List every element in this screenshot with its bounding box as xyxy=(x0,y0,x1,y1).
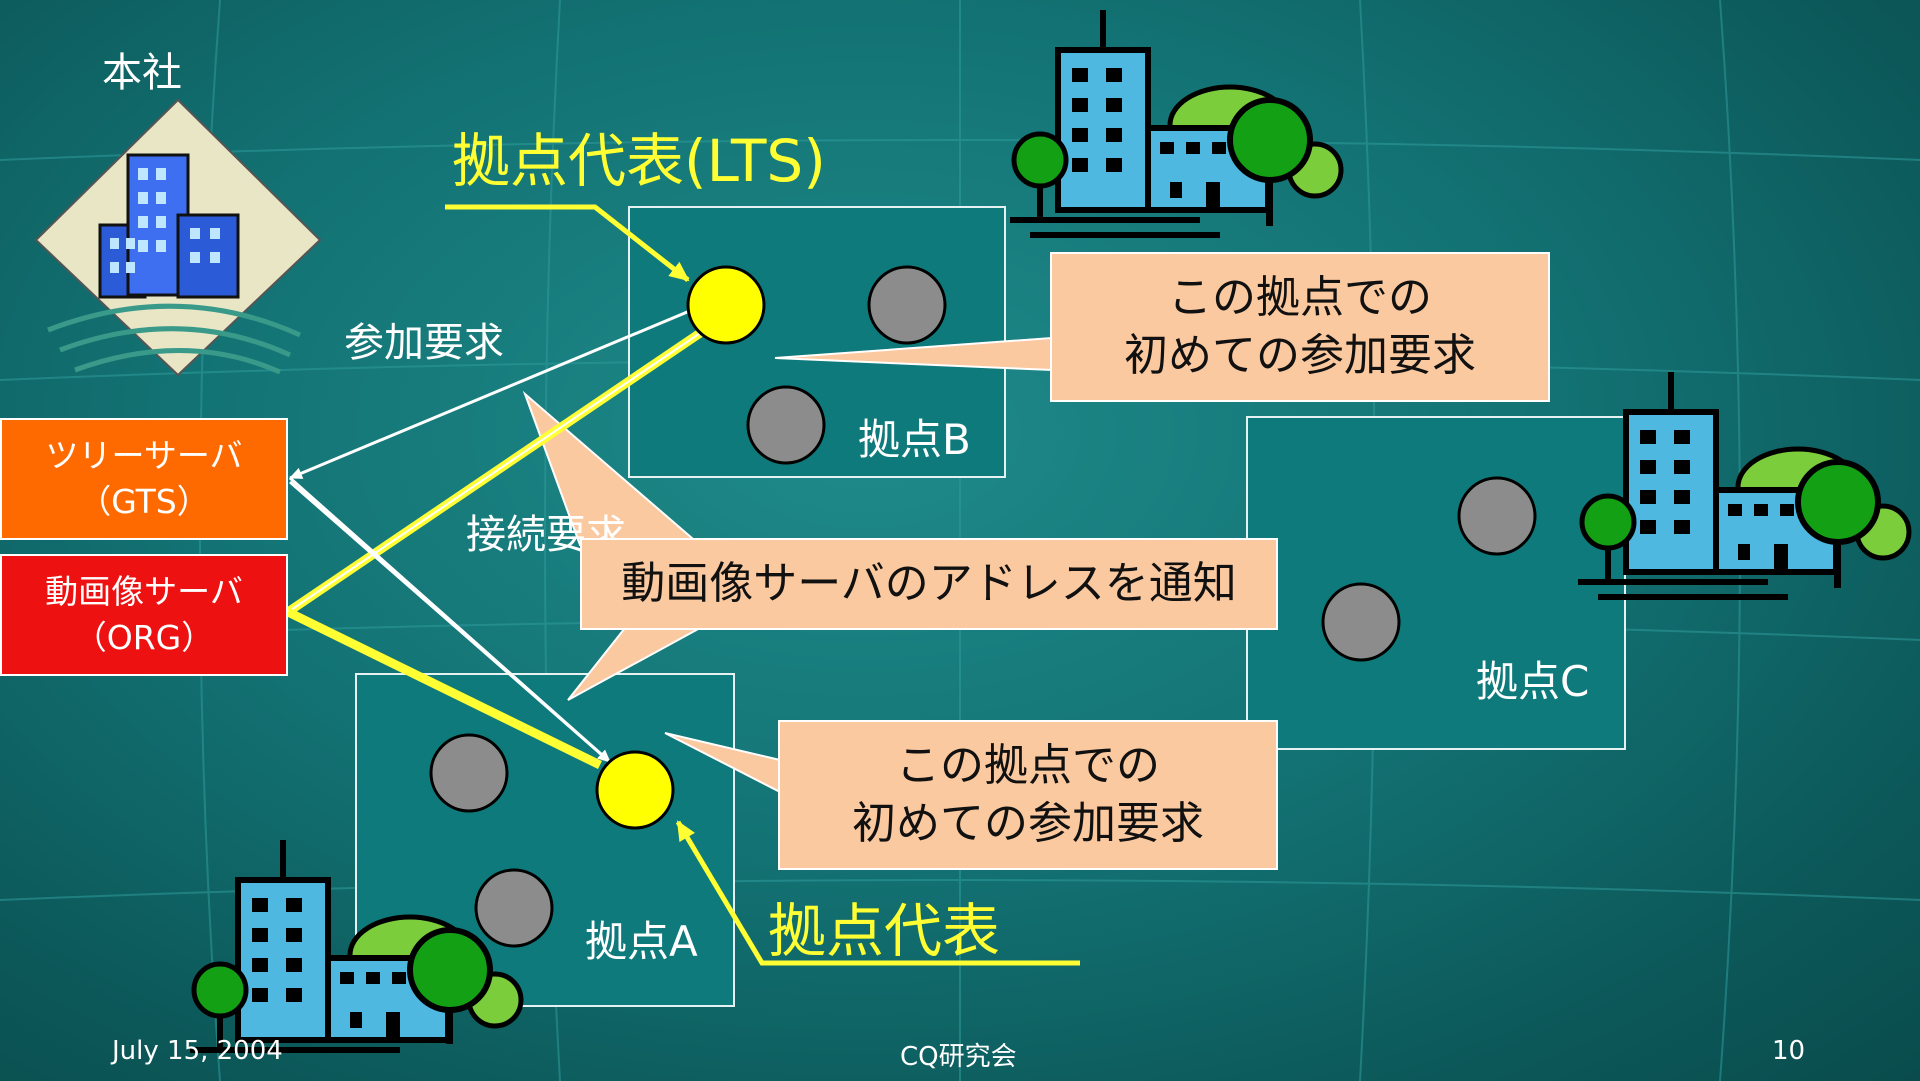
site-a-box xyxy=(355,673,735,1007)
footer-date: July 15, 2004 xyxy=(112,1036,283,1066)
org-to-rep-a-line xyxy=(286,607,602,770)
callout-line: この拠点での xyxy=(1168,272,1432,323)
hq-label: 本社 xyxy=(102,50,182,96)
building-icon xyxy=(190,840,524,1053)
gts-server-tag: （GTS） xyxy=(78,482,210,521)
footer-title: CQ研究会 xyxy=(900,1042,1017,1072)
member-node-icon xyxy=(1457,476,1537,556)
rep-pointer xyxy=(675,820,1080,966)
representative-node-icon xyxy=(595,750,675,830)
hq-building-icon xyxy=(34,98,322,377)
join-request-arrow xyxy=(289,308,693,480)
callout-line: この拠点での xyxy=(896,740,1160,791)
member-node-icon xyxy=(1321,582,1401,662)
org-server-box: 動画像サーバ （ORG） xyxy=(0,554,288,676)
callout-line: 動画像サーバのアドレスを通知 xyxy=(621,558,1237,609)
lts-label: 拠点代表(LTS) xyxy=(452,127,826,195)
join-request-label: 参加要求 xyxy=(344,320,504,366)
callout-line: 初めての参加要求 xyxy=(1124,330,1476,381)
gts-server-name: ツリーサーバ xyxy=(45,436,243,475)
member-node-icon xyxy=(867,265,947,345)
site-a-label: 拠点A xyxy=(585,917,698,966)
member-node-icon xyxy=(429,733,509,813)
tree-to-gts-arrow xyxy=(289,480,611,764)
member-node-icon xyxy=(746,385,826,465)
gts-server-box: ツリーサーバ （GTS） xyxy=(0,418,288,540)
org-server-tag: （ORG） xyxy=(73,618,215,657)
site-b-label: 拠点B xyxy=(858,415,971,464)
callout-first-join-site-a: この拠点での 初めての参加要求 xyxy=(778,720,1278,870)
callout-notify-address: 動画像サーバのアドレスを通知 xyxy=(580,538,1278,630)
callout-tail-site-a xyxy=(664,732,781,794)
footer-page-number: 10 xyxy=(1772,1036,1806,1066)
member-node-icon xyxy=(474,868,554,948)
org-to-lts-line-inner xyxy=(287,324,713,613)
lts-pointer xyxy=(445,204,690,282)
representative-node-icon xyxy=(686,265,766,345)
site-c-label: 拠点C xyxy=(1476,657,1590,706)
callout-first-join-site-b: この拠点での 初めての参加要求 xyxy=(1050,252,1550,402)
representative-label: 拠点代表 xyxy=(768,897,1001,965)
building-icon xyxy=(1578,372,1912,600)
callout-line: 初めての参加要求 xyxy=(852,798,1204,849)
org-server-name: 動画像サーバ xyxy=(45,572,243,611)
building-icon xyxy=(1010,10,1344,238)
